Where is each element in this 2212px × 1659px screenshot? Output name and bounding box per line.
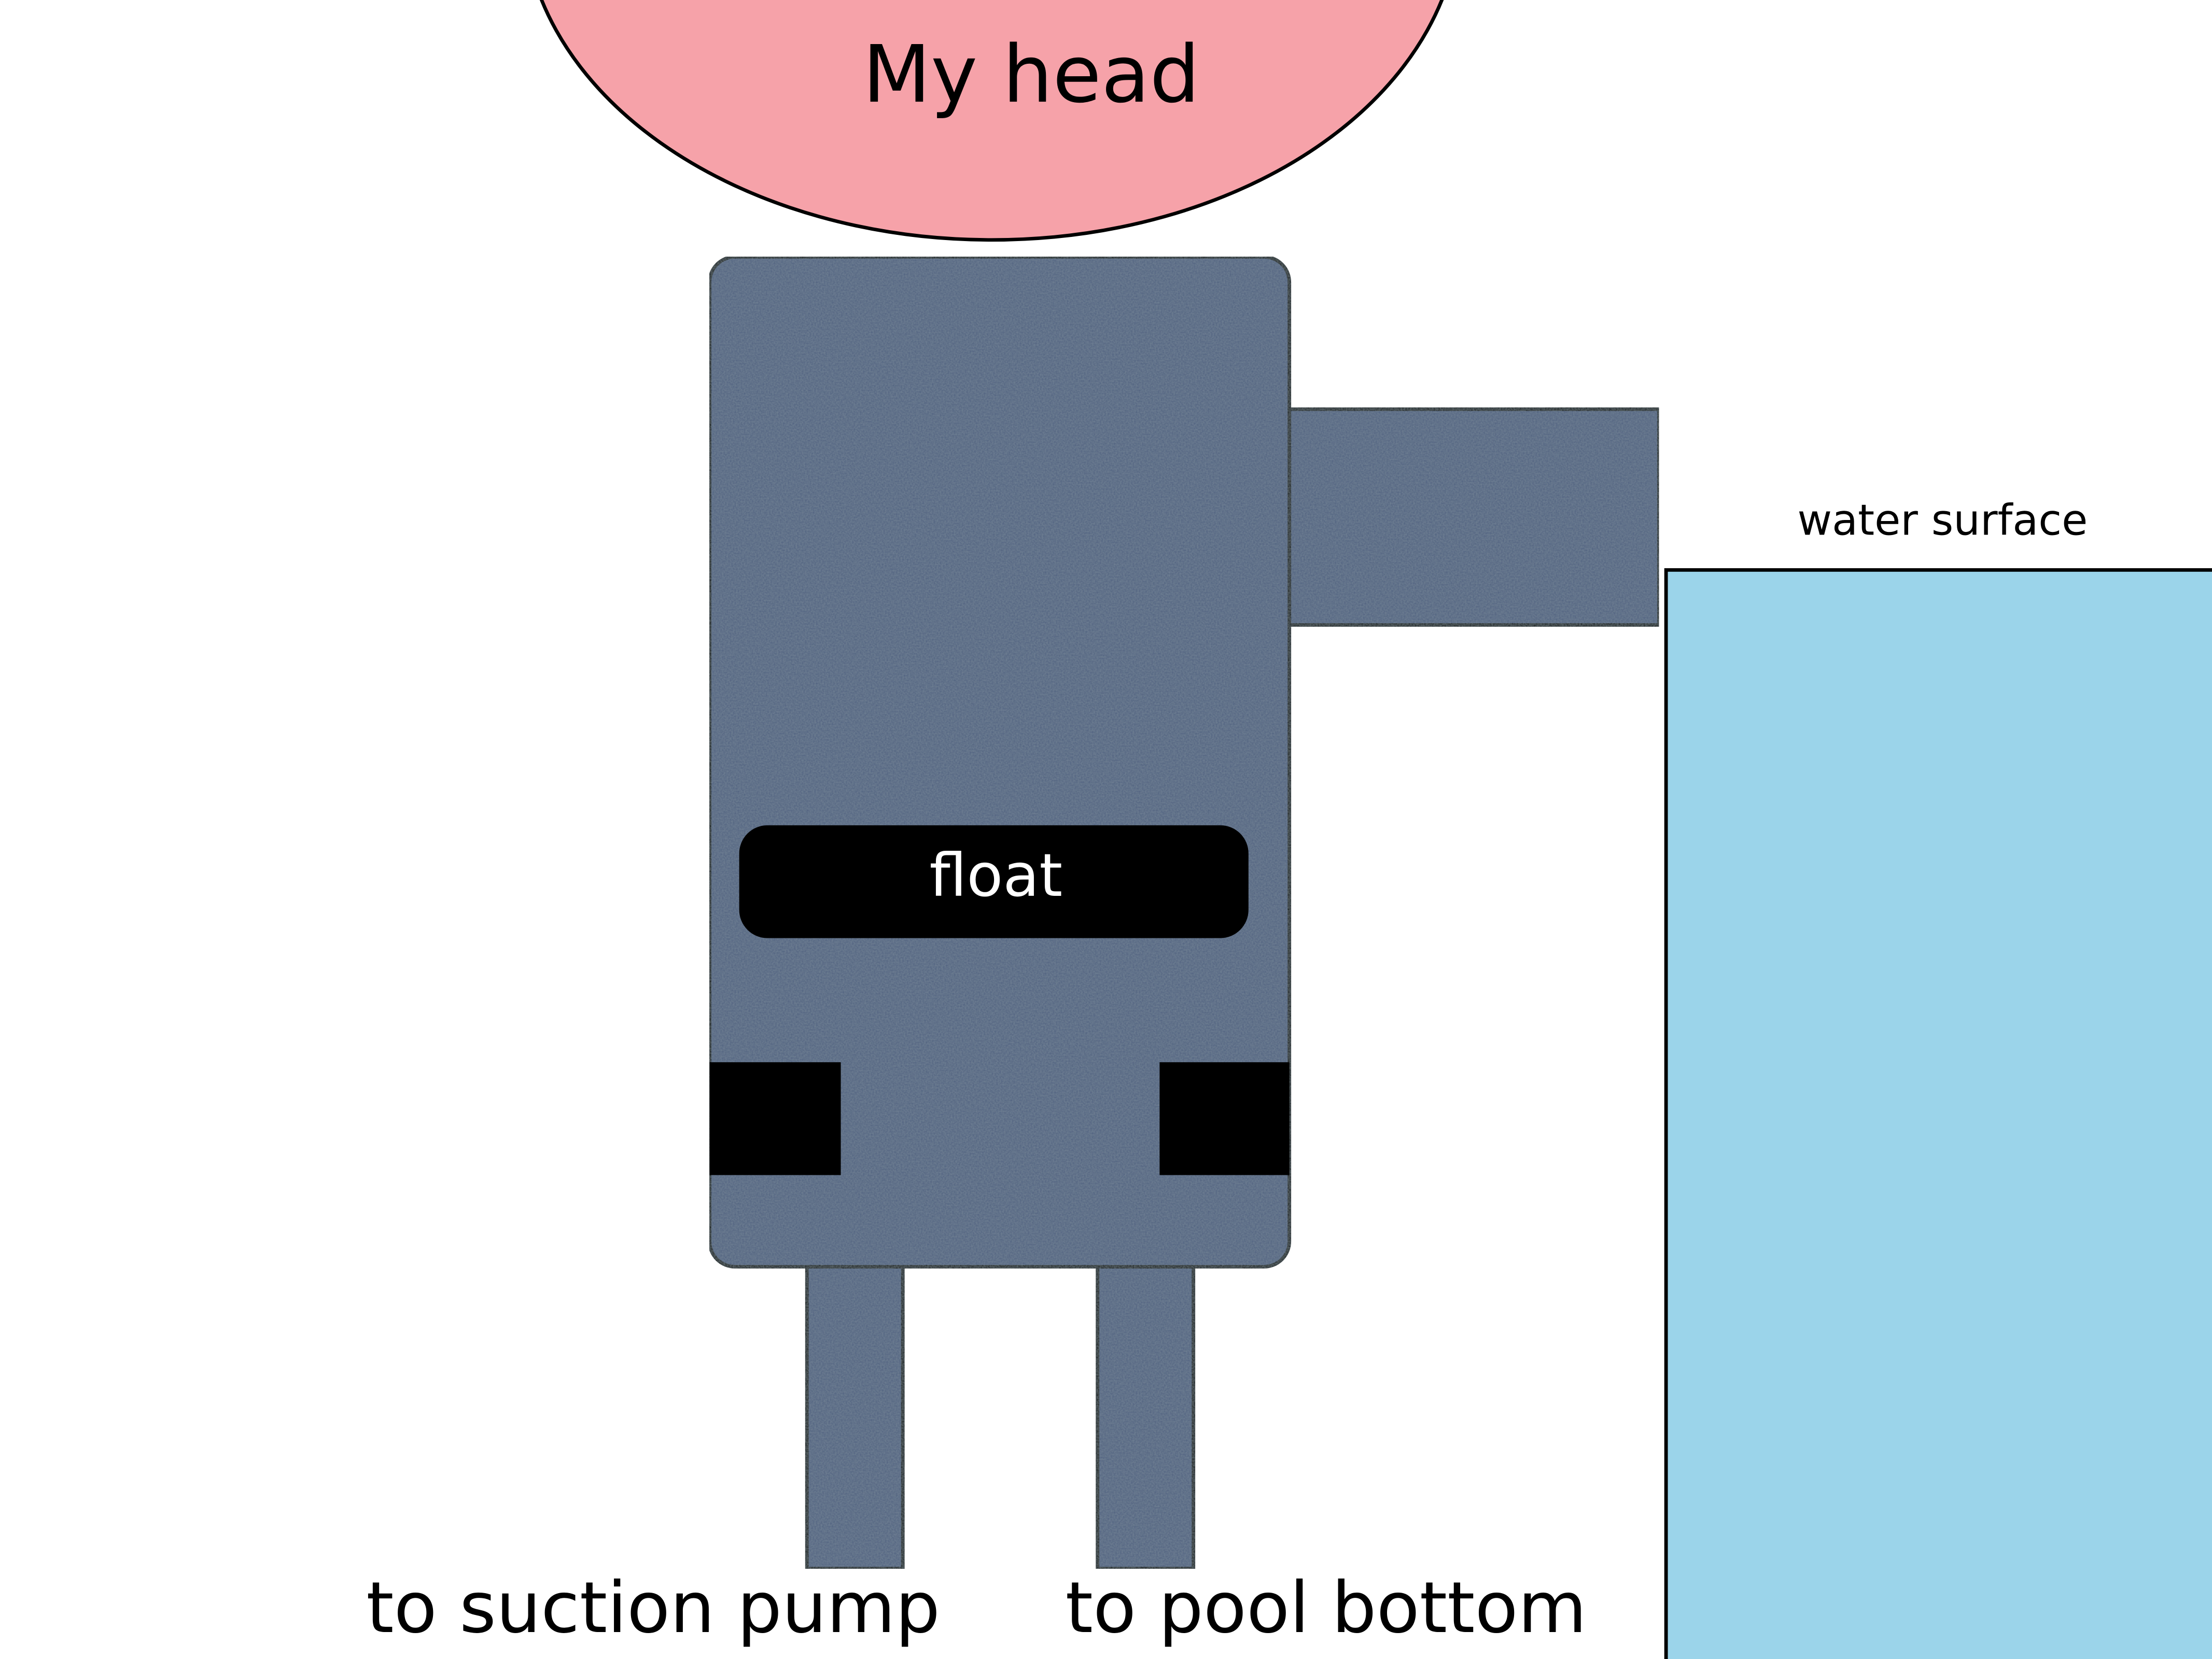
skimmer-device bbox=[708, 255, 1661, 1571]
right-valve-block bbox=[1159, 1062, 1290, 1175]
pool-bottom-pipe bbox=[1096, 1240, 1196, 1571]
head-shape bbox=[539, 0, 1444, 242]
head-label: My head bbox=[863, 29, 1200, 120]
water-surface-label: water surface bbox=[1797, 496, 2088, 545]
water-body bbox=[1664, 568, 2212, 1659]
head: My head bbox=[539, 0, 1444, 242]
suction-pump-label: to suction pump bbox=[366, 1567, 940, 1649]
float-shape bbox=[739, 825, 1249, 938]
pool-bottom-label: to pool bottom bbox=[1066, 1567, 1587, 1649]
inlet-arm bbox=[1268, 407, 1661, 627]
left-valve-block bbox=[709, 1062, 841, 1175]
suction-pipe bbox=[805, 1240, 905, 1571]
float-label: float bbox=[929, 841, 1062, 910]
float: float bbox=[739, 825, 1249, 938]
skimmer-body bbox=[708, 255, 1292, 1269]
